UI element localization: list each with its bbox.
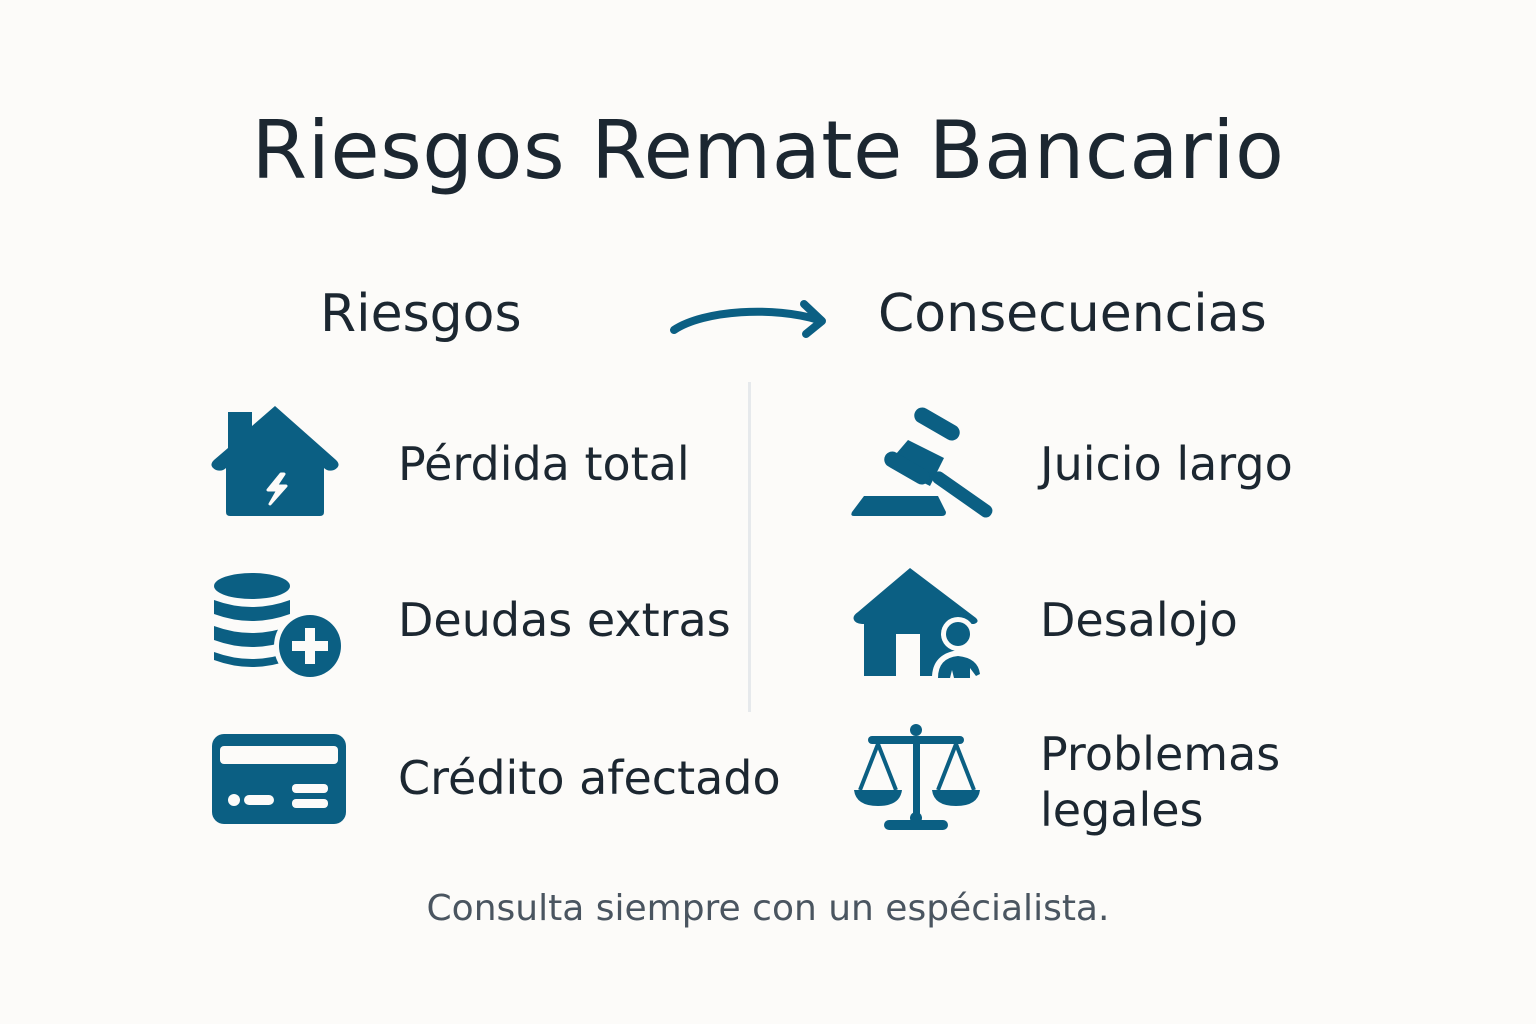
consequences-heading: Consecuencias	[878, 284, 1267, 344]
curved-arrow-right-icon	[670, 300, 826, 338]
credit-card-icon	[212, 734, 346, 824]
column-divider	[748, 382, 751, 712]
scales-of-justice-icon	[854, 724, 980, 830]
house-person-icon	[853, 568, 988, 678]
label-line-2: legales	[1040, 783, 1204, 837]
consequence-label-juicio-largo: Juicio largo	[1040, 437, 1293, 491]
gavel-icon	[851, 407, 993, 518]
risk-label-credito-afectado: Crédito afectado	[398, 751, 781, 805]
risk-label-perdida-total: Pérdida total	[398, 437, 690, 491]
risk-label-deudas-extras: Deudas extras	[398, 593, 731, 647]
risks-heading: Riesgos	[320, 284, 522, 344]
consequence-label-problemas-legales: Problemas legales	[1040, 726, 1280, 838]
house-lightning-icon	[211, 406, 339, 516]
coins-plus-icon	[214, 573, 346, 682]
consequence-label-desalojo: Desalojo	[1040, 593, 1238, 647]
label-line-1: Problemas	[1040, 727, 1281, 781]
page-title: Riesgos Remate Bancario	[251, 104, 1285, 197]
footer-note: Consulta siempre con un espécialista.	[426, 888, 1110, 929]
